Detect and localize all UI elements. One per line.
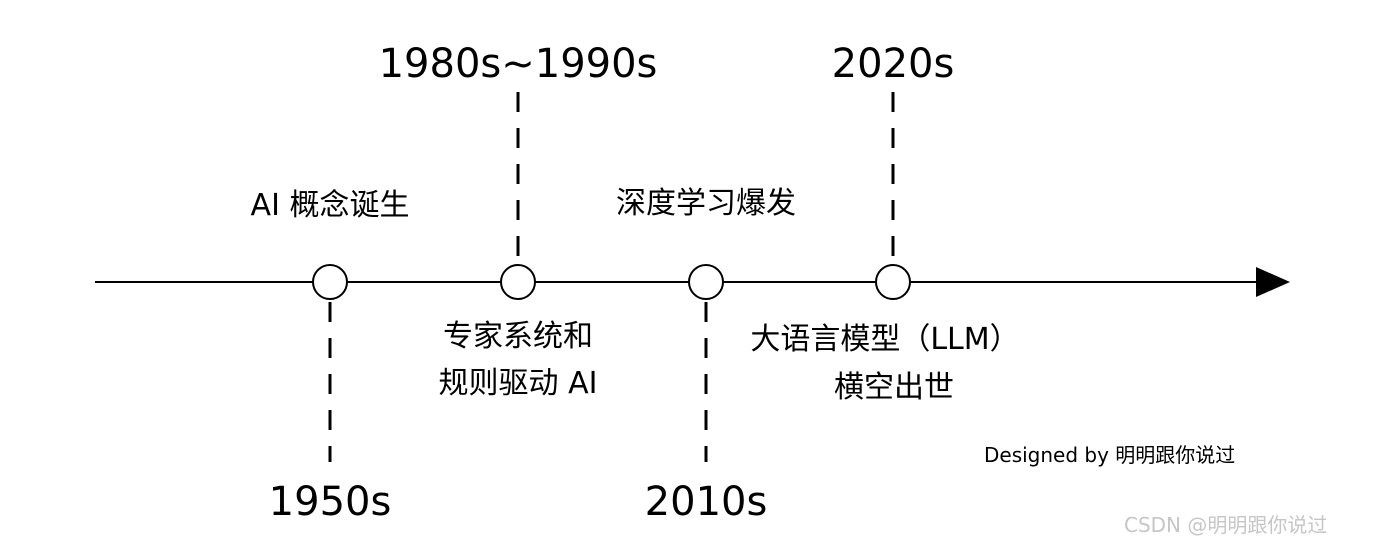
event-2010s: 深度学习爆发 — [616, 186, 796, 221]
event-1980s-line-1: 专家系统和 — [443, 319, 593, 354]
node-2020s — [875, 264, 911, 300]
node-2010s — [688, 264, 724, 300]
event-1980s-line-2: 规则驱动 AI — [438, 366, 598, 401]
node-1950s — [312, 264, 348, 300]
timeline-arrowhead — [1256, 267, 1290, 297]
event-2020s-line-2: 横空出世 — [834, 370, 954, 405]
year-1950s: 1950s — [268, 479, 392, 525]
year-1980s-1990s: 1980s~1990s — [378, 41, 658, 87]
year-2010s: 2010s — [644, 479, 768, 525]
csdn-watermark: CSDN @明明跟你说过 — [1124, 513, 1328, 537]
node-1980s — [500, 264, 536, 300]
year-2020s: 2020s — [831, 41, 955, 87]
event-2020s-line-1: 大语言模型（LLM） — [750, 322, 1020, 357]
event-1950s: AI 概念诞生 — [250, 188, 410, 223]
designer-credit: Designed by 明明跟你说过 — [984, 443, 1236, 467]
